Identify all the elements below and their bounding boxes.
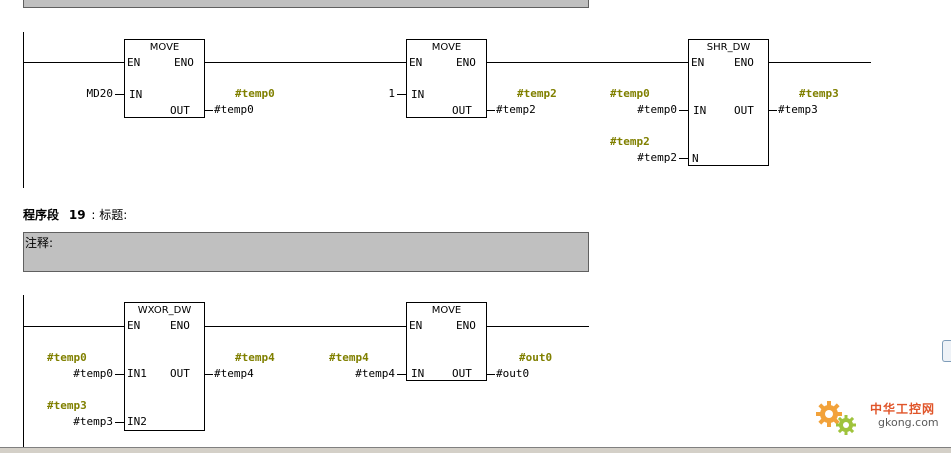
eno-pin-label: ENO [734,56,754,69]
n-wire [679,158,688,159]
in-wire [679,110,688,111]
out-symbol: #out0 [519,351,553,364]
in-operand[interactable]: 1 [388,87,395,100]
in1-wire [115,374,124,375]
in-pin-label: IN [693,104,707,117]
network-title: 标题: [99,208,128,222]
in1-symbol: #temp0 [47,351,87,364]
out-pin-label: OUT [170,367,190,380]
in-symbol: #temp4 [329,351,369,364]
out-wire [769,110,777,111]
wxor-dw-block[interactable]: WXOR_DW EN ENO IN1 OUT IN2 [124,302,205,431]
en-pin-label: EN [409,56,423,69]
block-title: SHR_DW [706,42,751,53]
rung-wire [487,326,589,327]
in-pin-label: IN [411,88,425,101]
in-operand[interactable]: MD20 [86,87,114,100]
en-pin-label: EN [127,319,141,332]
watermark-domain: gkong.com [878,416,939,429]
in-symbol: #temp0 [610,87,650,100]
rung-wire [23,62,124,63]
n-operand[interactable]: #temp2 [637,151,677,164]
en-pin-label: EN [409,319,423,332]
out-operand[interactable]: #temp0 [214,103,254,116]
in2-pin-label: IN2 [127,415,147,428]
in-operand[interactable]: #temp0 [637,103,677,116]
out-symbol: #temp4 [235,351,275,364]
in-wire [397,374,406,375]
power-rail [23,32,24,188]
out-pin-label: OUT [170,104,190,117]
in-wire [115,94,124,95]
eno-pin-label: ENO [170,319,190,332]
in-pin-label: IN [411,367,425,380]
out-symbol: #temp2 [517,87,557,100]
in2-symbol: #temp3 [47,399,87,412]
out-pin-label: OUT [734,104,754,117]
power-rail [23,295,24,453]
in-wire [397,94,406,95]
rung-wire [769,62,871,63]
move-block[interactable]: MOVE EN ENO IN OUT [406,302,487,381]
en-pin-label: EN [691,56,705,69]
in1-operand[interactable]: #temp0 [73,367,113,380]
out-pin-label: OUT [452,367,472,380]
out-symbol: #temp3 [799,87,839,100]
rung-wire [205,62,406,63]
in-pin-label: IN [129,88,143,101]
out-pin-label: OUT [452,104,472,117]
out-operand[interactable]: #temp2 [496,103,536,116]
out-wire [205,110,213,111]
network-number: 19 [68,208,86,222]
watermark: 中华工控网 gkong.com [812,394,948,440]
out-wire [487,374,495,375]
watermark-site: 中华工控网 [870,402,936,416]
network-separator: : [91,208,96,222]
eno-pin-label: ENO [456,56,476,69]
move-block[interactable]: MOVE EN ENO IN OUT [124,39,205,118]
scroll-button[interactable] [942,340,951,362]
out-wire [487,110,495,111]
gear-icon [816,401,856,435]
bottom-border [0,447,951,453]
in-operand[interactable]: #temp4 [355,367,395,380]
rung-wire [487,62,688,63]
block-title: MOVE [431,42,462,53]
shr-dw-block[interactable]: SHR_DW EN ENO IN OUT N [688,39,769,166]
block-title: WXOR_DW [137,305,192,316]
eno-pin-label: ENO [456,319,476,332]
n-symbol: #temp2 [610,135,650,148]
out-operand[interactable]: #temp4 [214,367,254,380]
out-operand[interactable]: #temp3 [778,103,818,116]
in2-operand[interactable]: #temp3 [73,415,113,428]
move-block[interactable]: MOVE EN ENO IN OUT [406,39,487,118]
out-symbol: #temp0 [235,87,275,100]
network-header[interactable]: 程序段 19 : 标题: [23,206,127,223]
comment-box[interactable]: 注释: [23,232,589,272]
block-title: MOVE [149,42,180,53]
rung-wire [205,326,406,327]
n-pin-label: N [692,152,699,165]
in2-wire [115,422,124,423]
out-operand[interactable]: #out0 [496,367,530,380]
en-pin-label: EN [127,56,141,69]
eno-pin-label: ENO [174,56,194,69]
network-label: 程序段 [23,208,60,222]
out-wire [205,374,213,375]
block-title: MOVE [431,305,462,316]
in1-pin-label: IN1 [127,367,147,380]
rung-wire [23,326,124,327]
comment-label: 注释: [25,236,54,250]
previous-comment-box[interactable] [23,0,589,8]
